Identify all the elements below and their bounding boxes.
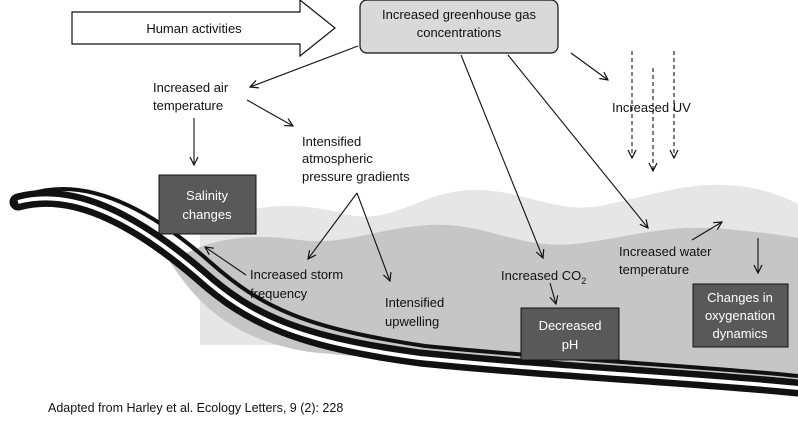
oxygenation-box: [692, 283, 789, 348]
arrow-ghg-to-air-temp: [250, 45, 359, 87]
human-activities-arrow: [71, 0, 336, 58]
human-activities-label: Human activities: [146, 21, 242, 36]
storm-frequency-label-line2: frequency: [250, 286, 308, 301]
air-temperature-label-line1: Increased air: [153, 80, 229, 95]
upwelling-label-line2: upwelling: [385, 314, 439, 329]
water-temperature-label-line2: temperature: [619, 262, 689, 277]
salinity-changes-label-line2: changes: [182, 207, 232, 222]
shoreline: [9, 186, 798, 397]
storm-frequency-label-line1: Increased storm: [250, 267, 343, 282]
co2-label: Increased CO2: [501, 268, 586, 286]
greenhouse-gas-label-line1: Increased greenhouse gas: [382, 7, 536, 22]
oxygenation-label-line1: Changes in: [707, 290, 773, 305]
salinity-changes-box: [158, 174, 257, 235]
greenhouse-gas-box: [359, 0, 559, 54]
arrow-ghg-to-co2: [460, 54, 543, 258]
arrow-storm-to-salinity: [205, 247, 247, 276]
decreased-ph-box: [520, 307, 620, 361]
upwelling-label-line1: Intensified: [385, 295, 444, 310]
arrow-co2-to-ph: [549, 282, 556, 304]
oxygenation-label-line3: dynamics: [713, 326, 768, 341]
arrow-pressure-to-storm: [308, 192, 358, 259]
arrow-pressure-to-upwelling: [356, 192, 390, 281]
arrow-ghg-to-uv: [570, 52, 608, 80]
source-caption: Adapted from Harley et al. Ecology Lette…: [48, 401, 344, 415]
water-temperature-label-line1: Increased water: [619, 244, 712, 259]
arrow-water-temp-up: [691, 222, 722, 241]
salinity-changes-label-line1: Salinity: [186, 188, 228, 203]
uv-label: Increased UV: [612, 100, 691, 115]
pressure-gradients-label-line2: atmospheric: [302, 151, 373, 166]
pressure-gradients-label-line3: pressure gradients: [302, 169, 410, 184]
arrow-ghg-to-water-temp: [507, 54, 648, 228]
oxygenation-label-line2: oxygenation: [705, 308, 775, 323]
greenhouse-gas-label-line2: concentrations: [417, 25, 502, 40]
air-temperature-label-line2: temperature: [153, 98, 223, 113]
arrow-air-temp-to-pressure: [246, 99, 293, 126]
decreased-ph-label-line1: Decreased: [539, 318, 602, 333]
decreased-ph-label-line2: pH: [562, 337, 579, 352]
pressure-gradients-label-line1: Intensified: [302, 134, 361, 149]
